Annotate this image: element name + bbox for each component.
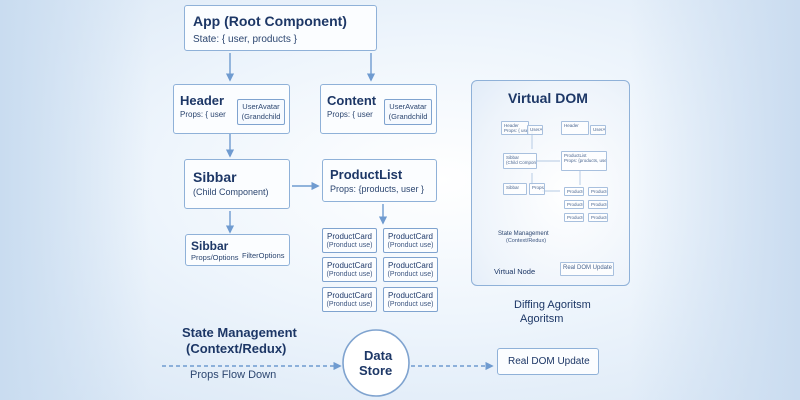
productlist-component: ProductList Props: {products, user } [322, 159, 437, 202]
product-card-sub: (Pronduct use) [387, 301, 434, 308]
vdom-mini-header: Header Props: { user } [501, 121, 529, 135]
product-card-sub: (Pronduct use) [326, 271, 373, 278]
product-card: ProductCard (Pronduct use) [322, 228, 377, 253]
vdom-mini-card: ProductCard [564, 213, 584, 222]
app-root-component: App (Root Component) State: { user, prod… [184, 5, 377, 51]
content-props: Props: { user [327, 110, 373, 119]
product-card-title: ProductCard [327, 261, 372, 270]
product-card-title: ProductCard [327, 291, 372, 300]
product-card: ProductCard (Pronduct use) [322, 287, 377, 312]
content-title: Content [327, 93, 377, 108]
product-card-title: ProductCard [388, 291, 433, 300]
sidebar-child-component: Sibbar Props/Options FilterOptions [185, 234, 290, 266]
vdom-mini-sidebar-child-label: Sibbar [506, 185, 520, 190]
product-card: ProductCard (Pronduct use) [383, 287, 438, 312]
left-edge-shade [0, 0, 150, 400]
vdom-real-dom-update: Real DOM Update [560, 262, 614, 276]
product-card-sub: (Pronduct use) [387, 242, 434, 249]
sidebar-child-title: Sibbar [191, 239, 229, 253]
vdom-mini-productlist-label: ProductList [564, 153, 587, 158]
diffing-label-2: Agoritsm [520, 313, 564, 325]
vdom-mini-card-label: ProductCard [591, 215, 607, 220]
vdom-mini-card-label: ProductCard [591, 189, 607, 194]
props-flow-down: Props Flow Down [190, 369, 277, 381]
vdom-mini-avatar-label: UserAvatar [530, 127, 543, 132]
vdom-mini-card: ProductCard [588, 200, 608, 209]
diffing-label-1: Diffing Agoritsm [514, 299, 591, 311]
vdom-title: Virtual DOM [508, 90, 588, 106]
product-card: ProductCard (Pronduct use) [383, 228, 438, 253]
vdom-mini-productlist: ProductList Props: {products, user} [561, 151, 607, 171]
vdom-mini-card: ProductCard [588, 187, 608, 196]
data-store-line1: Data [364, 348, 393, 363]
vdom-real-dom-update-label: Real DOM Update [563, 265, 613, 271]
app-title: App (Root Component) [193, 13, 347, 29]
data-store-line2: Store [359, 363, 393, 378]
vdom-mini-avatar-2: UserAvatar [590, 125, 606, 135]
content-component: Content Props: { user UserAvatar (Grandc… [320, 84, 437, 134]
header-user-avatar-title: UserAvatar [242, 102, 280, 111]
vdom-mini-productlist-props: Props: {products, user} [564, 158, 607, 163]
vdom-mini-avatar: UserAvatar [527, 125, 543, 135]
real-dom-update-label: Real DOM Update [508, 356, 590, 367]
productlist-props: Props: {products, user } [330, 184, 425, 194]
vdom-virtual-node: Virtual Node [494, 267, 536, 276]
vdom-mini-card: ProductCard [564, 187, 584, 196]
product-card-title: ProductCard [388, 261, 433, 270]
sidebar-sub: (Child Component) [193, 187, 269, 197]
vdom-mini-card-label: ProductCard [591, 202, 607, 207]
header-user-avatar-sub: (Grandchild [241, 112, 281, 121]
productlist-title: ProductList [330, 167, 403, 182]
vdom-state-management: State Management [498, 231, 549, 237]
vdom-mini-card-label: ProductCard [567, 215, 583, 220]
header-props: Props: { user [180, 110, 226, 119]
vdom-mini-card: ProductCard [564, 200, 584, 209]
vdom-mini-sidebar-child-2: Props/Options [529, 183, 545, 195]
product-card-sub: (Pronduct use) [326, 301, 373, 308]
vdom-mini-sidebar-child: Sibbar [503, 183, 527, 195]
vdom-mini-card-label: ProductCard [567, 189, 583, 194]
content-user-avatar: UserAvatar (Grandchild [384, 99, 432, 125]
app-state: State: { user, products } [193, 34, 297, 45]
product-card-sub: (Pronduct use) [387, 271, 434, 278]
vdom-mini-sidebar: Sibbar (Child Component) [503, 153, 537, 169]
state-management-title: State Management [182, 325, 297, 340]
vdom-mini-sidebar-sub: (Child Component) [506, 160, 537, 165]
header-title: Header [180, 93, 225, 108]
real-dom-update-box: Real DOM Update [497, 348, 599, 375]
header-user-avatar: UserAvatar (Grandchild [237, 99, 285, 125]
right-edge-shade [630, 0, 800, 400]
state-management-sub: (Context/Redux) [186, 341, 287, 356]
vdom-mini-card-label: ProductCard [567, 202, 583, 207]
vdom-mini-connectors [522, 131, 581, 192]
content-user-avatar-sub: (Grandchild [388, 112, 428, 121]
vdom-mini-card: ProductCard [588, 213, 608, 222]
virtual-dom-panel: Virtual DOM Header Props: { user } UserA… [471, 80, 630, 286]
vdom-mini-avatar-2-label: UserAvatar [593, 127, 606, 132]
product-card: ProductCard (Pronduct use) [383, 257, 438, 282]
vdom-mini-header-2: Header [561, 121, 589, 135]
data-store-circle [342, 329, 410, 397]
product-card-title: ProductCard [388, 232, 433, 241]
vdom-mini-header-props: Props: { user } [504, 128, 529, 133]
vdom-mini-sidebar-label: Sibbar [506, 155, 520, 160]
header-component: Header Props: { user UserAvatar (Grandch… [173, 84, 290, 134]
sidebar-child-filter-options: FilterOptions [242, 251, 285, 260]
product-card-sub: (Pronduct use) [326, 242, 373, 249]
vdom-mini-header-2-label: Header [564, 123, 579, 128]
product-card: ProductCard (Pronduct use) [322, 257, 377, 282]
sidebar-child-props: Props/Options [191, 253, 239, 262]
product-card-title: ProductCard [327, 232, 372, 241]
sidebar-title: Sibbar [193, 169, 237, 185]
sidebar-component: Sibbar (Child Component) [184, 159, 290, 209]
vdom-mini-sidebar-child-2-label: Props/Options [532, 185, 545, 190]
content-user-avatar-title: UserAvatar [389, 102, 427, 111]
vdom-mini-header-label: Header [504, 123, 519, 128]
vdom-state-management-sub: (Context/Redux) [506, 238, 547, 244]
